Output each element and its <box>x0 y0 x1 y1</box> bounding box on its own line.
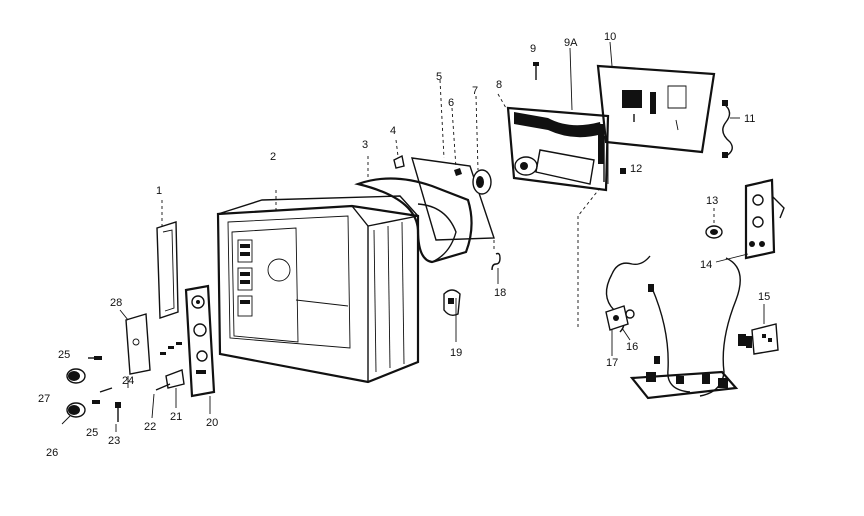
part-11-ground-cable <box>722 100 733 158</box>
leader-lines <box>115 117 765 432</box>
part-9-screw <box>533 62 539 80</box>
label-12: 12 <box>630 163 642 175</box>
label-9: 9 <box>530 43 536 55</box>
label-9a: 9A <box>564 37 578 49</box>
part-18-spring <box>491 240 501 271</box>
label-5: 5 <box>436 71 442 83</box>
label-16: 16 <box>626 341 638 353</box>
part-5-deflection-yoke <box>411 79 495 241</box>
label-23: 23 <box>108 435 120 447</box>
label-25-bottom: 25 <box>86 427 98 439</box>
part-22-clip <box>155 383 171 391</box>
part-19-bracket <box>443 289 461 317</box>
label-14: 14 <box>700 259 712 271</box>
part-13-knob <box>705 208 723 239</box>
label-11: 11 <box>744 113 755 125</box>
label-18: 18 <box>494 287 506 299</box>
part-26-knob <box>61 402 86 425</box>
label-26: 26 <box>46 447 58 459</box>
label-27: 27 <box>38 393 50 405</box>
label-4: 4 <box>390 125 396 137</box>
part-16-17-wiring-harness <box>605 255 746 400</box>
callout-labels: 1 2 3 4 5 6 7 8 9 9A 10 11 12 13 14 15 1… <box>38 31 770 459</box>
label-22: 22 <box>144 421 156 433</box>
label-3: 3 <box>362 139 368 151</box>
part-28-bracket <box>125 313 151 375</box>
part-4-bracket <box>393 139 405 169</box>
label-6: 6 <box>448 97 454 109</box>
label-19: 19 <box>450 347 462 359</box>
label-15: 15 <box>758 291 770 303</box>
label-17: 17 <box>606 357 618 369</box>
label-28: 28 <box>110 297 122 309</box>
part-12-wire-lead <box>577 136 626 330</box>
label-25-top: 25 <box>58 349 70 361</box>
part-2-cabinet <box>216 190 420 384</box>
label-1: 1 <box>156 185 162 197</box>
part-9a-bracket <box>569 47 573 111</box>
part-25-screw-top <box>88 356 102 360</box>
label-2: 2 <box>270 151 276 163</box>
part-23-screw <box>115 402 121 422</box>
part-1-front-panel <box>156 200 179 319</box>
part-14-control-panel <box>744 178 785 260</box>
label-7: 7 <box>472 85 478 97</box>
part-21-bracket <box>165 369 185 389</box>
part-20-front-control-strip <box>184 284 216 398</box>
label-21: 21 <box>170 411 182 423</box>
label-10: 10 <box>604 31 616 43</box>
part-8-chassis <box>497 93 610 192</box>
part-10-back-board <box>596 41 716 154</box>
part-7-magnet-ring <box>472 95 492 195</box>
part-6-yoke-ring <box>451 107 462 176</box>
fasteners <box>160 342 182 355</box>
label-20: 20 <box>206 417 218 429</box>
label-13: 13 <box>706 195 718 207</box>
part-24-spacer <box>99 387 113 393</box>
part-25-screw-bottom <box>92 400 100 404</box>
part-27-knob <box>66 368 86 384</box>
part-3-picture-tube <box>354 156 473 264</box>
part-15-terminal-board <box>746 323 779 355</box>
label-8: 8 <box>496 79 502 91</box>
